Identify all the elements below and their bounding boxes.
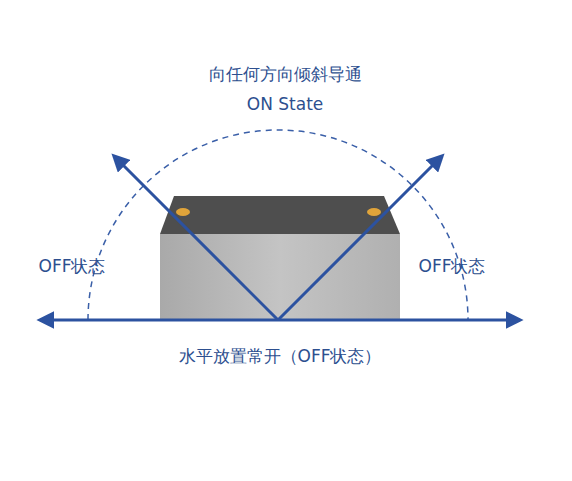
tilt-arrow	[114, 156, 278, 320]
tilt-arrow	[278, 156, 442, 320]
switch-front-face	[160, 234, 400, 320]
off-state-label: OFF状态	[39, 256, 106, 276]
switch-pin	[176, 208, 190, 216]
switch-pin	[367, 208, 381, 216]
tilt-range-arc	[88, 130, 468, 320]
off-state-label: OFF状态	[419, 256, 486, 276]
on-state-label: ON State	[247, 94, 324, 114]
switch-top-face	[160, 196, 400, 234]
on-state-label: 向任何方向倾斜导通	[209, 64, 362, 84]
horizontal-axis	[40, 319, 520, 322]
horizontal-state-label: 水平放置常开（OFF状态）	[179, 346, 382, 366]
